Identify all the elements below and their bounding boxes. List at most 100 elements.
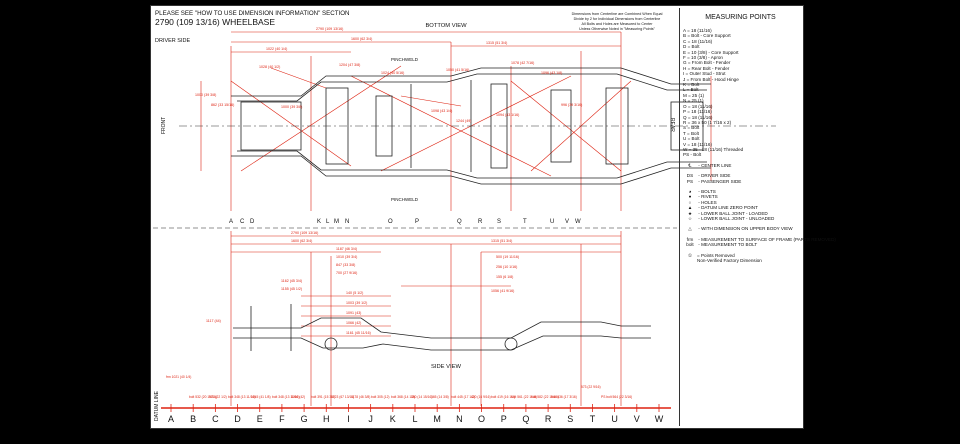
measuring-point: O = 18 (11/16) xyxy=(683,103,713,109)
bv-letter: Q xyxy=(457,219,462,225)
dim-label: 1096 (43 1/8) xyxy=(541,71,562,75)
frame-bottom-view xyxy=(231,67,711,185)
axis-letter: T xyxy=(590,414,596,424)
measuring-point: J = From Bolt - Hood Hinge xyxy=(683,76,739,82)
side-view-label: SIDE VIEW xyxy=(431,364,461,370)
dim-label: 1155 (45 1/2) xyxy=(281,287,302,291)
height-label: bolt 391 (15 3/8) xyxy=(311,395,335,399)
dim-label: 1315 (51 3/4) xyxy=(491,239,512,243)
height-label: 420 (16 9/16) xyxy=(471,395,491,399)
measuring-point: C = 18 (11/16) xyxy=(683,38,713,44)
centerline-icon: ℄ xyxy=(688,162,692,168)
measuring-point: T = Bolt xyxy=(683,130,699,136)
height-label: 1178 (46 3/8) xyxy=(351,395,370,399)
rivet-icon: ● xyxy=(688,194,692,200)
bv-letter: S xyxy=(497,219,501,225)
height-label: bolt 348 (13 11/16) xyxy=(228,395,255,399)
height-label: 573 (22 9/16) xyxy=(581,385,601,389)
measuring-point: F = 10 (3/8) - Apron xyxy=(683,55,723,61)
axis-letter: M xyxy=(433,414,441,424)
bv-letter: O xyxy=(388,219,393,225)
legend-measure-types: frm - MEASUREMENT TO SURFACE OF FRAME (P… xyxy=(686,236,836,248)
removed-icon: ① xyxy=(687,252,693,258)
dim-label: 1078 (42 7/16) xyxy=(511,61,534,65)
measuring-point: E = 10 (3/8) - Core Support xyxy=(683,49,739,55)
measuring-point: L = Bolt xyxy=(683,87,699,93)
dimension-labels-top: 2790 (109 13/16) 1600 (62 3/4) 1315 (51 … xyxy=(195,27,582,123)
dim-label: 1600 (62 3/4) xyxy=(291,239,312,243)
rear-label: REAR xyxy=(669,118,675,132)
height-label: bolt 368 (14 1/2) xyxy=(391,395,415,399)
bv-letter: U xyxy=(550,219,554,225)
dimension-lines-top xyxy=(200,31,712,211)
frame-dimension-sheet: PLEASE SEE "HOW TO USE DIMENSION INFORMA… xyxy=(150,5,836,429)
upper-body-icon: △ xyxy=(688,226,692,232)
height-label: bolt 582 (22 15/16) xyxy=(531,395,559,399)
pinchweld-bottom-label: PINCHWELD xyxy=(391,197,419,202)
dim-label: 2790 (109 13/16) xyxy=(291,231,318,235)
measuring-point: Q = 18 (11/16) xyxy=(683,114,713,120)
height-label: 1066 (42) xyxy=(291,395,305,399)
dim-label: 1162 (45 3/4) xyxy=(281,279,302,283)
height-label: bolt 445 (17 1/2) xyxy=(451,395,475,399)
dim-label: 1066 (42) xyxy=(346,321,361,325)
dim-label: 862 (33 15/16) xyxy=(211,103,234,107)
dim-label: 1022 (40 1/4) xyxy=(266,47,287,51)
axis-letter: C xyxy=(212,414,219,424)
legend-symbols: ◕ - BOLTS ● - RIVETS ○ - HOLES ▲ - DATUM… xyxy=(683,189,798,221)
axis-letter: L xyxy=(412,414,417,424)
dim-label: 1000 (39 3/8) xyxy=(281,105,302,109)
height-label: bolt 348 (13 11/16) xyxy=(272,395,299,399)
bolt-icon: ◕ xyxy=(688,188,692,194)
measuring-point: V = 18 (11/16) xyxy=(683,141,712,147)
bv-letter: R xyxy=(478,219,483,225)
ball-joint-loaded-icon: ★ xyxy=(687,210,693,216)
bottom-view-letters: A C D K L M N O P Q R S T U V W xyxy=(229,219,581,225)
legend-sides: DS - DRIVER SIDE PS - PASSENGER SIDE xyxy=(686,173,742,184)
measuring-point: W = 35 - 18 (11/16) Threaded xyxy=(683,146,744,152)
axis-letter: Q xyxy=(522,414,529,424)
measuring-point: K = Bolt xyxy=(683,82,700,88)
frame-side-view xyxy=(233,304,651,351)
axis-letter: P xyxy=(501,414,507,424)
dim-label: 1117 (44) xyxy=(206,319,221,323)
dim-label: 2790 (109 13/16) xyxy=(316,27,343,31)
dim-label: 1244 (49) xyxy=(456,119,471,123)
hole-icon: ○ xyxy=(688,199,692,205)
measuring-point: M = 25 (1) xyxy=(683,92,705,98)
measuring-point: B = Bolt - Core Support xyxy=(683,33,731,39)
dim-label: 700 (27 9/16) xyxy=(336,271,357,275)
bv-letter: W xyxy=(575,219,581,225)
bottom-view-label: BOTTOM VIEW xyxy=(425,23,467,29)
dim-label: 1204 (47 3/8) xyxy=(339,63,360,67)
dim-label: 1028 (40 1/2) xyxy=(259,65,280,69)
dim-label: 1056 (41 9/16) xyxy=(491,289,514,293)
measuring-point: U = Bolt xyxy=(683,136,700,142)
info-line-4: Unless Otherwise Noted in "Measuring Poi… xyxy=(579,27,655,31)
axis-letter: J xyxy=(368,414,373,424)
axis-letter: B xyxy=(190,414,196,424)
dim-label: 1098 (43 1/4) xyxy=(431,109,452,113)
height-label: 365 (14 3/8) xyxy=(431,395,449,399)
axis-letter: H xyxy=(323,414,330,424)
axis-letter: A xyxy=(168,414,174,424)
measuring-point: N = 25 (1) xyxy=(683,98,704,104)
legend-cl: ℄ - CENTER LINE xyxy=(683,163,798,168)
bv-letter: V xyxy=(565,219,569,225)
datum-zero-icon: ▲ xyxy=(687,205,693,211)
bv-letter: P xyxy=(415,219,419,225)
dim-label: 500 (19 11/16) xyxy=(496,255,519,259)
driver-side-label: DRIVER SIDE xyxy=(155,38,190,44)
height-label: bolt 561 (22 1/16) xyxy=(511,395,537,399)
measuring-point: A = 18 (11/16) xyxy=(683,28,712,33)
front-label: FRONT xyxy=(161,117,167,134)
dim-label: 1187 (46 3/4) xyxy=(336,247,357,251)
height-label: bolt 419 (16 1/2) xyxy=(491,395,515,399)
wheelbase-title: 2790 (109 13/16) WHEELBASE xyxy=(155,17,275,27)
axis-letter: R xyxy=(545,414,552,424)
dim-label: 1003 (39 1/2) xyxy=(346,301,367,305)
height-label: 1045 (41 1/8) xyxy=(251,395,271,399)
info-line-3: All Bolts and Holes are Measured to Cent… xyxy=(582,22,654,26)
